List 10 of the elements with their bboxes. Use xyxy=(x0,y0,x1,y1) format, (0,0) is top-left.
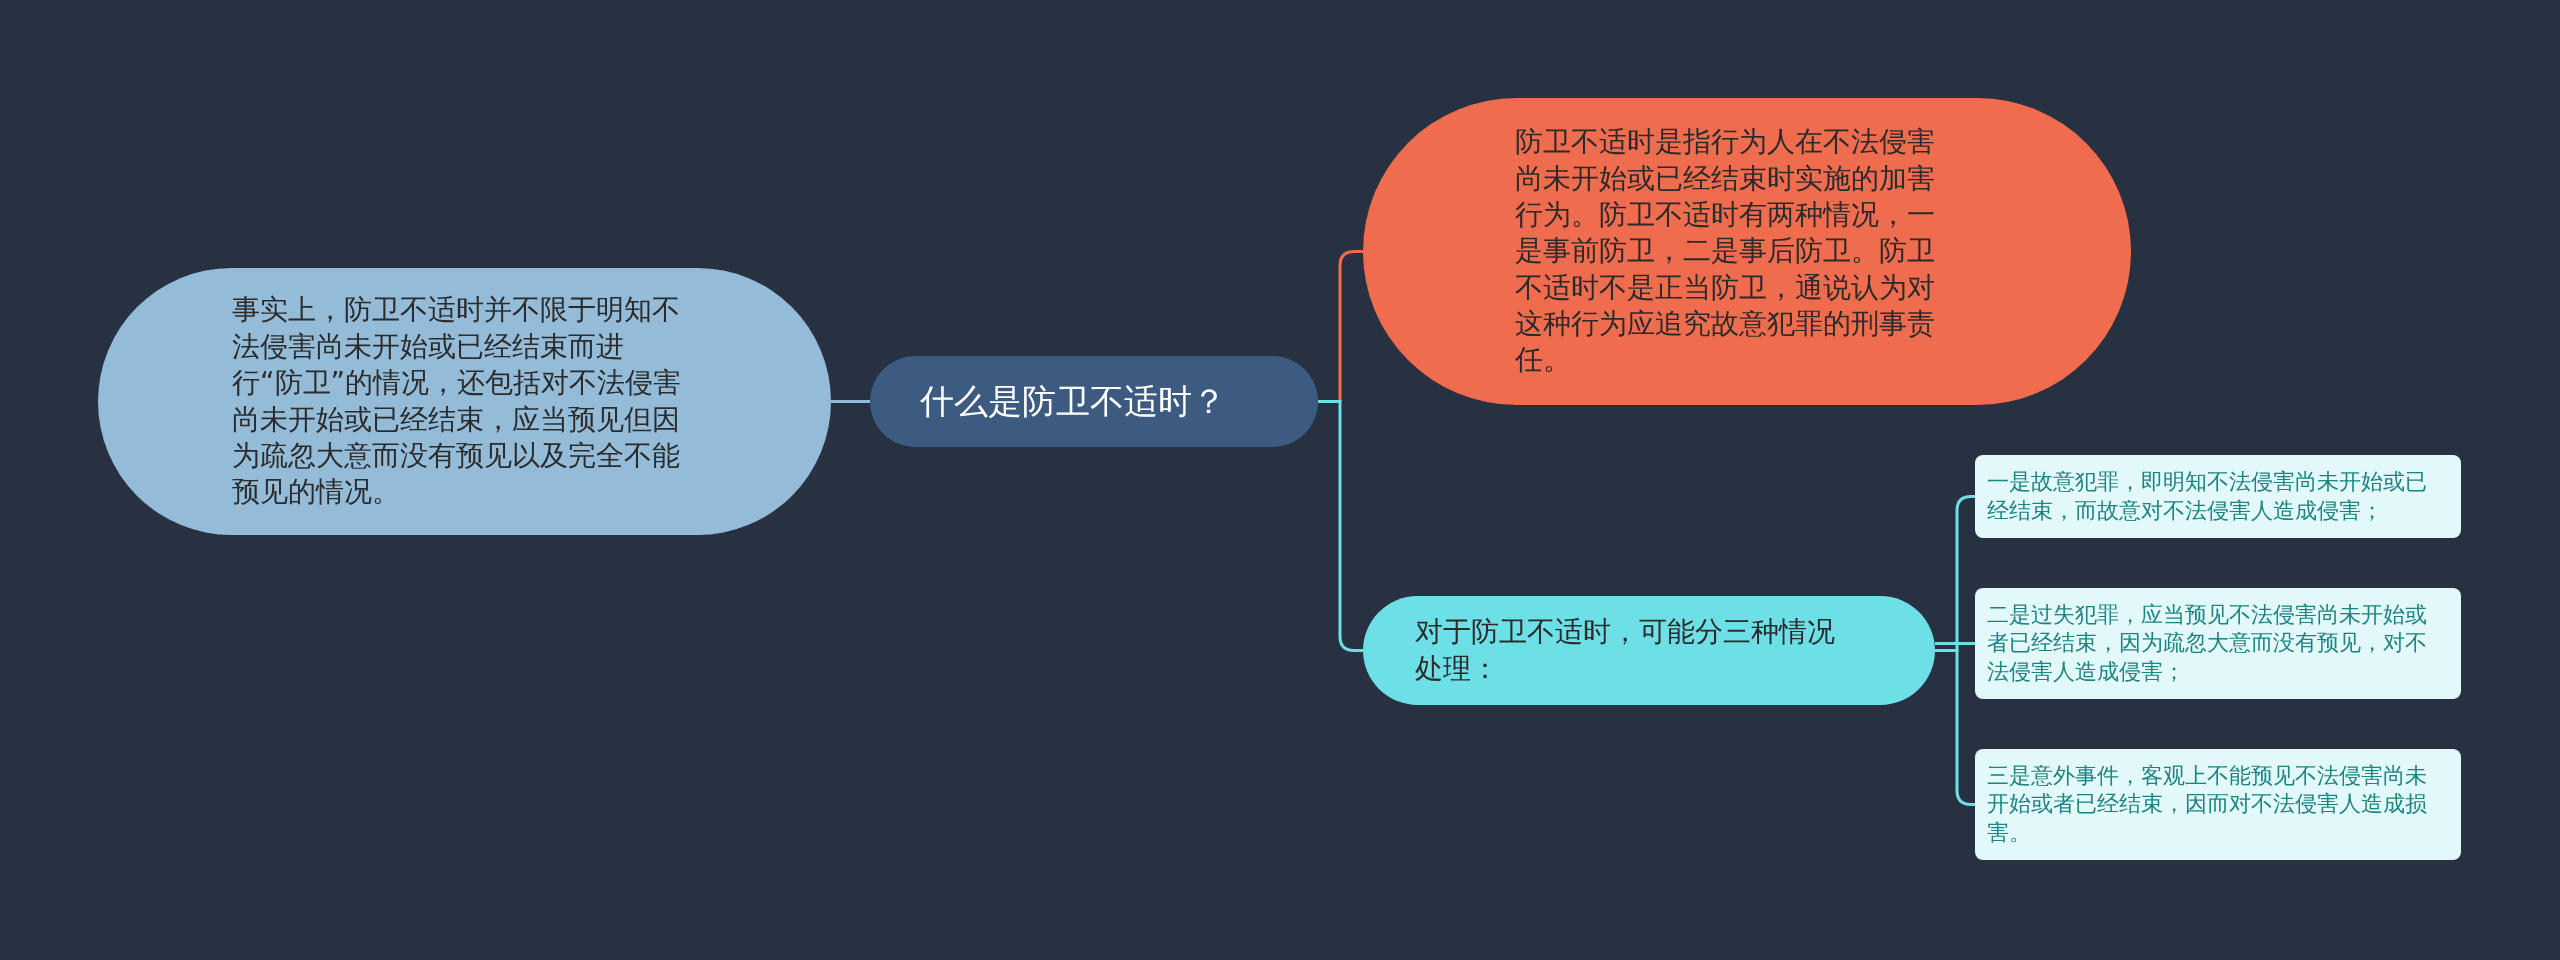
idea-bubble: 事实上，防卫不适时并不限于明知不法侵害尚未开始或已经结束而进行“防卫”的情况，还包括对不法侵害尚未开始或已经结束，应当预见但因为疏忽大意而没有预见以及完全不能预见的情况。 xyxy=(98,268,831,535)
connector-line xyxy=(1935,642,1975,645)
note-box: 一是故意犯罪，即明知不法侵害尚未开始或已经结束，而故意对不法侵害人造成侵害； xyxy=(1975,455,2461,538)
note-box: 三是意外事件，客观上不能预见不法侵害尚未开始或者已经结束，因而对不法侵害人造成损害。 xyxy=(1975,749,2461,860)
topic-bubble: 什么是防卫不适时？ xyxy=(870,356,1318,447)
idea-bubble: 对于防卫不适时，可能分三种情况处理： xyxy=(1363,596,1935,705)
idea-bubble: 防卫不适时是指行为人在不法侵害尚未开始或已经结束时实施的加害行为。防卫不适时有两种情况，一是事前防卫，二是事后防卫。防卫不适时不是正当防卫，通说认为对这种行为应追究故意犯罪的刑事责任。 xyxy=(1363,98,2131,405)
connector-line xyxy=(1318,400,1363,652)
connector-line xyxy=(831,400,870,403)
note-box: 二是过失犯罪，应当预见不法侵害尚未开始或者已经结束，因为疏忽大意而没有预见，对不法侵害人造成侵害； xyxy=(1975,588,2461,699)
